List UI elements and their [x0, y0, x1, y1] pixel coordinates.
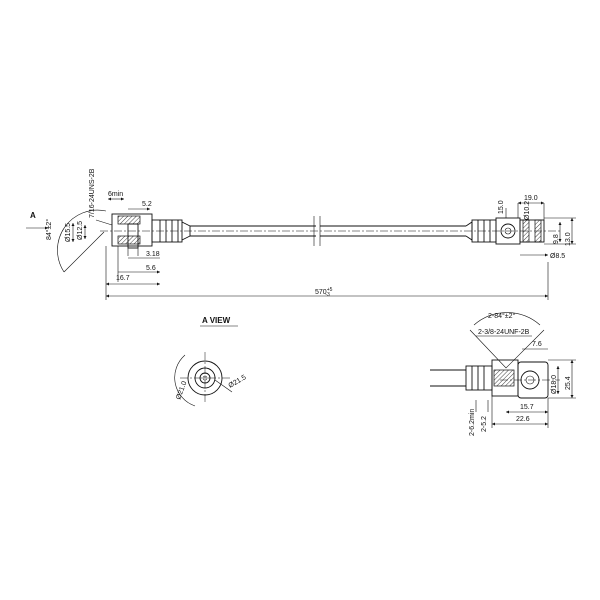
dim-dia-21-0: Ø21.0: [175, 380, 188, 400]
dim-dia-21-5: Ø21.5: [228, 374, 248, 390]
dim-dia-15-5: Ø15.5: [65, 223, 72, 242]
dim-5-6: 5.6: [146, 265, 156, 272]
dim-9-8: 9.8: [553, 234, 560, 244]
dim-dia-10-2: Ø10.2: [524, 201, 531, 220]
dim-angle-left: 84°±2°: [45, 219, 53, 240]
a-view-label: A VIEW: [202, 316, 231, 325]
dim-dia-12-5: Ø12.5: [77, 221, 84, 240]
dim-15-7: 15.7: [520, 404, 534, 411]
dim-3-18: 3.18: [146, 251, 160, 258]
main-hose-view: A 84°±2° Ø15.5 Ø12.5 7/16-24UNS-2B 6min …: [26, 168, 576, 300]
a-view: A VIEW Ø21.0 Ø21.5: [174, 316, 248, 407]
dim-2-5-2: 2-5.2: [481, 416, 488, 432]
dim-7-6: 7.6: [532, 341, 542, 348]
dim-16-7: 16.7: [116, 275, 130, 282]
dim-angle-right: 2-84°±2°: [488, 312, 516, 320]
dim-19-0: 19.0: [524, 195, 538, 202]
banjo-detail-view: 2-84°±2° 2-3/8-24UNF-2B 7.6 Ø18.0 25.4: [430, 312, 576, 436]
dim-22-6: 22.6: [516, 416, 530, 423]
dim-thread-left: 7/16-24UNS-2B: [89, 168, 96, 218]
dim-dia-8-5: Ø8.5: [550, 253, 565, 260]
dim-15-0: 15.0: [498, 200, 505, 214]
dim-5-2-top: 5.2: [142, 201, 152, 208]
dim-2-6-2min: 2-6.2min: [469, 409, 476, 436]
dim-dia-18-0: Ø18.0: [551, 375, 558, 394]
dim-13-0: 13.0: [565, 232, 572, 246]
section-a-label: A: [30, 211, 36, 220]
dim-thread-right: 2-3/8-24UNF-2B: [478, 329, 530, 336]
dim-six-min: 6min: [108, 191, 123, 198]
dim-overall-length: 570+5-3: [315, 287, 333, 298]
dim-25-4: 25.4: [565, 376, 572, 390]
